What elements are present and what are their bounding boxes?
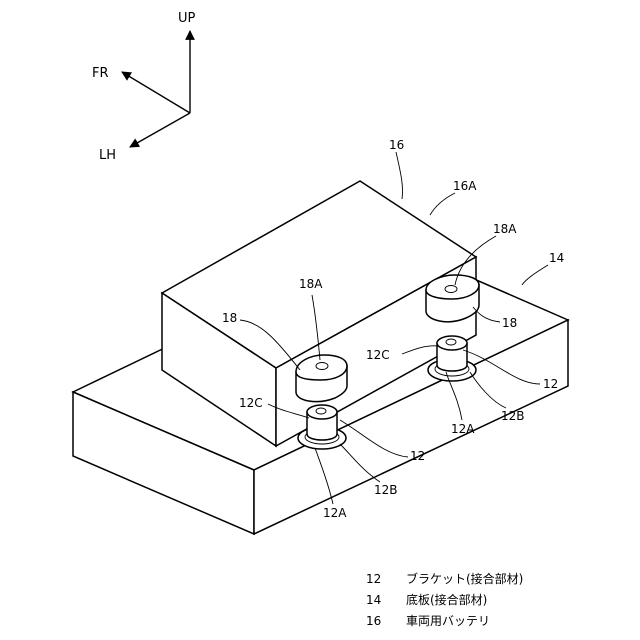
label-18-left: 18: [222, 311, 237, 325]
leader-16a: [430, 193, 455, 215]
leader-14: [522, 265, 548, 285]
label-12a-left: 12A: [323, 506, 347, 520]
legend-number: 14: [366, 593, 406, 607]
legend-number: 16: [366, 614, 406, 628]
label-14: 14: [549, 251, 564, 265]
label-12c-right: 12C: [366, 348, 390, 362]
bracket-right-top: [437, 336, 467, 350]
left-arrow: [130, 113, 190, 147]
label-12-right: 12: [543, 377, 558, 391]
label-12b-right: 12B: [501, 409, 525, 423]
label-16a: 16A: [453, 179, 477, 193]
orientation-axes: UP FR LH: [92, 11, 196, 163]
axis-up-label: UP: [178, 11, 196, 26]
label-12b-left: 12B: [374, 483, 398, 497]
legend-text: 車両用バッテリ: [406, 612, 490, 629]
front-arrow: [122, 72, 190, 113]
bracket-left: [307, 405, 337, 440]
label-16: 16: [389, 138, 404, 152]
legend-text: 底板(接合部材): [406, 591, 487, 608]
reference-legend: 12 ブラケット(接合部材) 14 底板(接合部材) 16 車両用バッテリ: [366, 568, 626, 631]
legend-number: 12: [366, 572, 406, 586]
legend-row: 12 ブラケット(接合部材): [366, 568, 626, 589]
stopper-left: [296, 355, 347, 402]
label-18a-left: 18A: [299, 277, 323, 291]
legend-text: ブラケット(接合部材): [406, 570, 523, 587]
bracket-right: [437, 336, 467, 371]
label-12-left: 12: [410, 449, 425, 463]
label-12a-right: 12A: [451, 422, 475, 436]
axis-left-label: LH: [99, 148, 116, 163]
legend-row: 16 車両用バッテリ: [366, 610, 626, 631]
bracket-left-top: [307, 405, 337, 419]
axis-front-label: FR: [92, 66, 109, 81]
label-12c-left: 12C: [239, 396, 263, 410]
label-18a-right: 18A: [493, 222, 517, 236]
leader-16: [396, 152, 403, 199]
label-18-right: 18: [502, 316, 517, 330]
stopper-right: [426, 275, 479, 322]
legend-row: 14 底板(接合部材): [366, 589, 626, 610]
